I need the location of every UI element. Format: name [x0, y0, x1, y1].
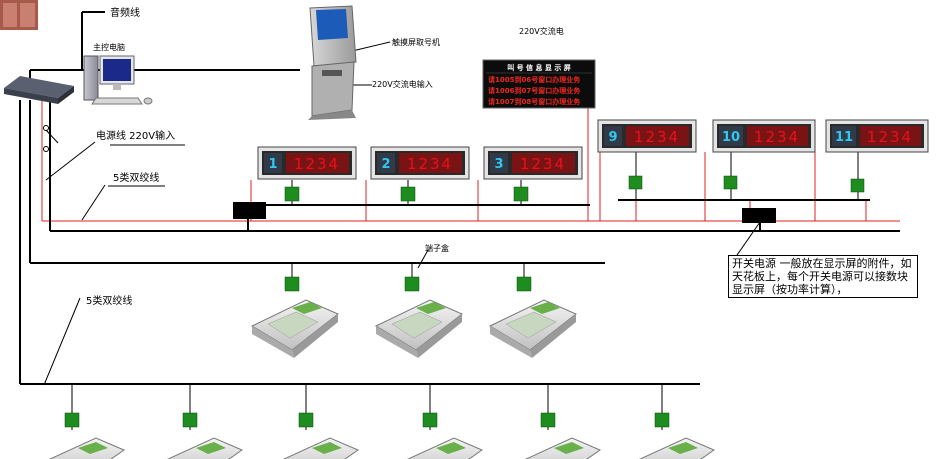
ticket-kiosk-icon: [308, 5, 357, 120]
led-screen-title: 叫 号 信 息 显 示 屏: [507, 63, 571, 72]
led-power-label: 220V交流电: [519, 26, 564, 36]
caller-keypad-icon: [166, 437, 244, 459]
caller-keypad-icon: [638, 437, 716, 459]
kiosk-power-label: 220V交流电输入: [372, 79, 433, 89]
window-display: 9 1234: [597, 119, 697, 153]
junction-box: [404, 276, 420, 292]
caller-keypad-icon: [488, 299, 577, 358]
queue-digits: 1234: [520, 155, 566, 173]
power-supply-note: 开关电源 一般放在显示屏的附件，如天花板上，每个开关电源可以接数块显示屏（按功率…: [728, 255, 918, 298]
window-display: 3 1234: [483, 146, 583, 180]
junction-box: [654, 412, 670, 428]
junction-box: [540, 412, 556, 428]
junction-nodes: [64, 175, 865, 428]
queue-digits: 1234: [294, 155, 340, 173]
window-number: 1: [268, 157, 277, 172]
window-display: 2 1234: [370, 146, 470, 180]
cat5-top-label: 5类双绞线: [113, 171, 159, 184]
window-number: 3: [494, 157, 503, 172]
computer-icon: [83, 55, 153, 105]
queue-digits: 1234: [754, 128, 800, 146]
queue-digits: 1234: [867, 128, 913, 146]
window-display: 10 1234: [712, 119, 816, 153]
power-supply-box: [742, 208, 776, 223]
window-display: 11 1234: [825, 119, 929, 153]
cat5-left-label: 5类双绞线: [86, 294, 132, 307]
junction-box: [850, 178, 865, 193]
junction-box: [284, 276, 300, 292]
network-hub-icon: [4, 76, 74, 104]
caller-keypad-icon: [406, 437, 484, 459]
led-info-screen: 叫 号 信 息 显 示 屏 请1005到06号窗口办理业务 请1006到07号窗…: [482, 59, 596, 109]
power-wiring: [41, 95, 900, 222]
window-number: 2: [381, 157, 390, 172]
caller-keypad-icon: [250, 299, 339, 358]
window-number: 9: [608, 130, 617, 145]
junction-box: [628, 175, 643, 190]
window-display: 1 1234: [257, 146, 357, 180]
junction-box: [422, 412, 438, 428]
main-host-label: 主控电脑: [93, 42, 125, 52]
junction-box: [284, 186, 300, 202]
junction-box-label: 端子盒: [425, 243, 449, 253]
data-wiring: [19, 11, 900, 385]
caller-keypad-icon: [48, 437, 126, 459]
window-number: 11: [835, 130, 853, 145]
junction-box: [516, 276, 532, 292]
caller-keypad-icon: [524, 437, 602, 459]
junction-box: [298, 412, 314, 428]
junction-box: [182, 412, 198, 428]
led-screen-line: 请1006到07号窗口办理业务: [488, 86, 581, 95]
junction-box: [64, 412, 80, 428]
power-switch-icon: [43, 125, 59, 152]
junction-box: [400, 186, 416, 202]
speaker-icon: [0, 0, 38, 30]
label-leaders: [43, 41, 761, 386]
queue-digits: 1234: [634, 128, 680, 146]
junction-box: [723, 175, 738, 190]
led-screen-line: 请1007到08号窗口办理业务: [488, 97, 581, 106]
caller-keypad-icon: [282, 437, 360, 459]
queue-digits: 1234: [407, 155, 453, 173]
junction-box: [513, 186, 529, 202]
led-screen-line: 请1005到06号窗口办理业务: [488, 75, 581, 84]
window-number: 10: [722, 130, 740, 145]
kiosk-label: 触摸屏取号机: [392, 37, 440, 47]
audio-line-label: 音频线: [110, 6, 140, 19]
power-line-label: 电源线 220V输入: [96, 129, 175, 142]
caller-keypad-icon: [374, 299, 463, 358]
power-supply-box: [233, 202, 266, 219]
